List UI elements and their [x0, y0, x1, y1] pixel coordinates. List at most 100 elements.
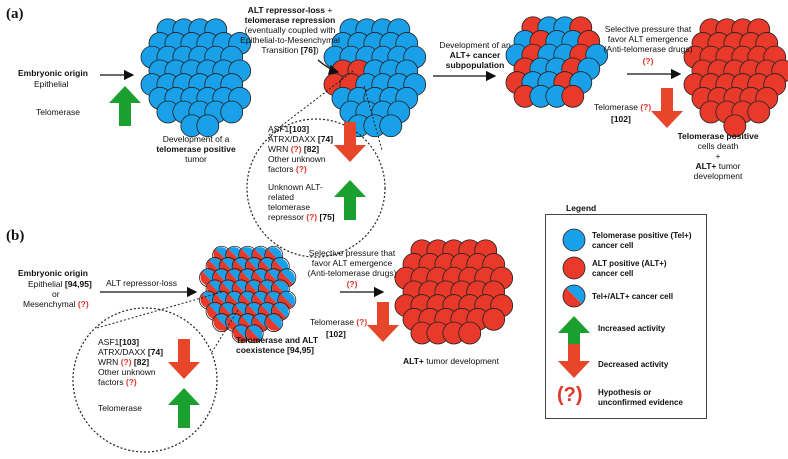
- b-origin-mes: Mesenchymal (?): [23, 299, 89, 309]
- a-outcome-line4: ALT+ tumor: [695, 161, 741, 171]
- a-dev-line2: telomerase positive: [156, 144, 236, 154]
- b-alt-development: ALT+ tumor development: [403, 356, 499, 366]
- alt-tumor-cluster-b: [394, 239, 514, 345]
- legend-increase-icon: [558, 316, 590, 350]
- a-circle-unknown4: repressor (?) [75]: [268, 212, 335, 222]
- legend-box: [545, 214, 707, 419]
- b-circle-atrx: ATRX/DAXX [74]: [98, 347, 164, 357]
- b-coexist-line1: Telomerase and ALT: [236, 335, 319, 345]
- legend-tel-positive: Telomerase positive (Tel+)cancer cell: [592, 231, 692, 250]
- cell: [458, 321, 482, 345]
- a-subpop-line3: subpopulation: [445, 60, 505, 70]
- legend-alt-positive: ALT positive (ALT+)cancer cell: [592, 259, 667, 278]
- decrease-arrow-telomerase-right-a: [651, 88, 683, 128]
- b-circle-telomerase: Telomerase: [98, 403, 142, 413]
- cell-half-blue: [267, 314, 282, 329]
- cell-half-blue: [247, 325, 263, 341]
- legend-mixed: Tel+/ALT+ cancer cell: [592, 292, 674, 301]
- a-outcome-line3: +: [715, 151, 721, 161]
- cell: [220, 100, 244, 124]
- a-dev-line1: Development of a: [162, 134, 230, 144]
- increase-arrow-circle-b: [168, 388, 200, 428]
- increase-arrow-circle-a: [334, 180, 366, 220]
- cell-outline: [244, 324, 264, 344]
- cell: [196, 114, 220, 138]
- a-pressure-line2: favor ALT emergence: [607, 34, 689, 44]
- b-circle-wrn: WRN (?) [82]: [98, 357, 150, 367]
- cell-half-red: [265, 316, 281, 331]
- a-outcome-line1: Telomerase positive: [677, 131, 759, 141]
- b-telomerase-ref: [102]: [326, 329, 346, 339]
- increase-arrow-telomerase-a: [109, 86, 141, 126]
- coexistence-cluster: [199, 245, 297, 344]
- b-origin-title: Embryonic origin: [18, 268, 88, 278]
- cell-half-red: [246, 327, 261, 342]
- cell-half-blue: [274, 303, 289, 318]
- arrow-a2: [317, 59, 340, 75]
- a-outcome-line5: development: [693, 171, 743, 181]
- a-repression-line3: (eventually coupled with: [244, 25, 336, 35]
- legend-decreased: Decreased activity: [598, 360, 669, 369]
- panel-label-b: (b): [6, 228, 25, 244]
- cell-half-blue: [280, 269, 295, 284]
- a-repression-line5: Transition [76]): [261, 45, 319, 55]
- a-circle-unknown3: telomerase: [268, 202, 311, 212]
- decrease-arrow-circle-a: [334, 122, 366, 162]
- a-origin-title: Embryonic origin: [18, 68, 88, 78]
- cell: [747, 100, 771, 124]
- a-subpop-line1: Development of an: [439, 40, 511, 50]
- legend-decrease-icon: [558, 344, 590, 378]
- legend-alt-positive-icon: [562, 256, 586, 280]
- b-repressor-loss: ALT repressor-loss: [106, 278, 178, 288]
- a-origin-sub: Epithelial: [34, 79, 69, 89]
- alt-subpopulation-cluster: [505, 16, 609, 108]
- cell: [561, 84, 585, 108]
- a-repression-line2: telomerase repression: [244, 15, 336, 25]
- a-circle-other2: factors (?): [268, 164, 307, 174]
- b-coexist-line2: coexistence [94,95]: [236, 345, 314, 355]
- a-telomerase-label: Telomerase: [36, 107, 80, 117]
- b-origin-or: or: [52, 289, 60, 299]
- b-pressure-line1: Selective pressure that: [308, 248, 396, 258]
- a-dev-line3: tumor: [185, 154, 207, 164]
- b-circle-asf1: ASF1[103]: [98, 337, 140, 347]
- cell: [482, 307, 506, 331]
- alt-tumor-cluster-a: [683, 18, 788, 138]
- cell-half-red: [213, 316, 228, 331]
- telomerase-positive-tumor-cluster: [140, 18, 252, 138]
- a-outcome-line2: cells death: [697, 141, 739, 151]
- zoom-line-b-right: [211, 309, 239, 353]
- zoom-circle-b: [72, 307, 218, 453]
- a-circle-atrx: ATRX/DAXX [74]: [268, 134, 334, 144]
- a-circle-other1: Other unknown: [268, 154, 326, 164]
- a-repression-line1: ALT repressor-loss +: [247, 5, 333, 15]
- zoom-line-b-left: [96, 291, 223, 329]
- b-pressure-line3: (Anti-telomerase drugs): [307, 268, 397, 278]
- cell-half-red: [233, 327, 248, 342]
- a-circle-asf1: ASF1[103]: [268, 124, 310, 134]
- b-telomerase: Telomerase (?): [310, 317, 368, 327]
- a-repression-line4: Epithelial-to-Mesenchymal: [240, 35, 340, 45]
- legend-title: Legend: [566, 203, 597, 213]
- a-telomerase-right: Telomerase (?): [594, 102, 652, 112]
- a-circle-unknown2: related: [268, 192, 294, 202]
- legend-question-icon: (?): [557, 384, 583, 406]
- a-circle-unknown1: Unknown ALT-: [268, 182, 323, 192]
- b-origin-sub: Epithelial [94,95]: [28, 279, 92, 289]
- a-telomerase-right-ref: [102]: [611, 114, 631, 124]
- cell: [379, 114, 403, 138]
- a-circle-wrn: WRN (?) [82]: [268, 144, 320, 154]
- b-circle-other1: Other unknown: [98, 367, 156, 377]
- panel-label-a: (a): [6, 6, 24, 22]
- a-subpop-line2: ALT+ cancer: [449, 50, 501, 60]
- b-pressure-question: (?): [346, 279, 358, 289]
- decrease-arrow-circle-b: [168, 339, 200, 379]
- b-pressure-line2: favor ALT emergence: [311, 258, 393, 268]
- zoom-line-a-right: [363, 85, 383, 151]
- decrease-arrow-telomerase-b: [367, 302, 399, 342]
- cell-half-blue: [280, 292, 295, 307]
- a-pressure-question: (?): [642, 56, 654, 66]
- legend-mixed-cell-icon: [562, 284, 586, 308]
